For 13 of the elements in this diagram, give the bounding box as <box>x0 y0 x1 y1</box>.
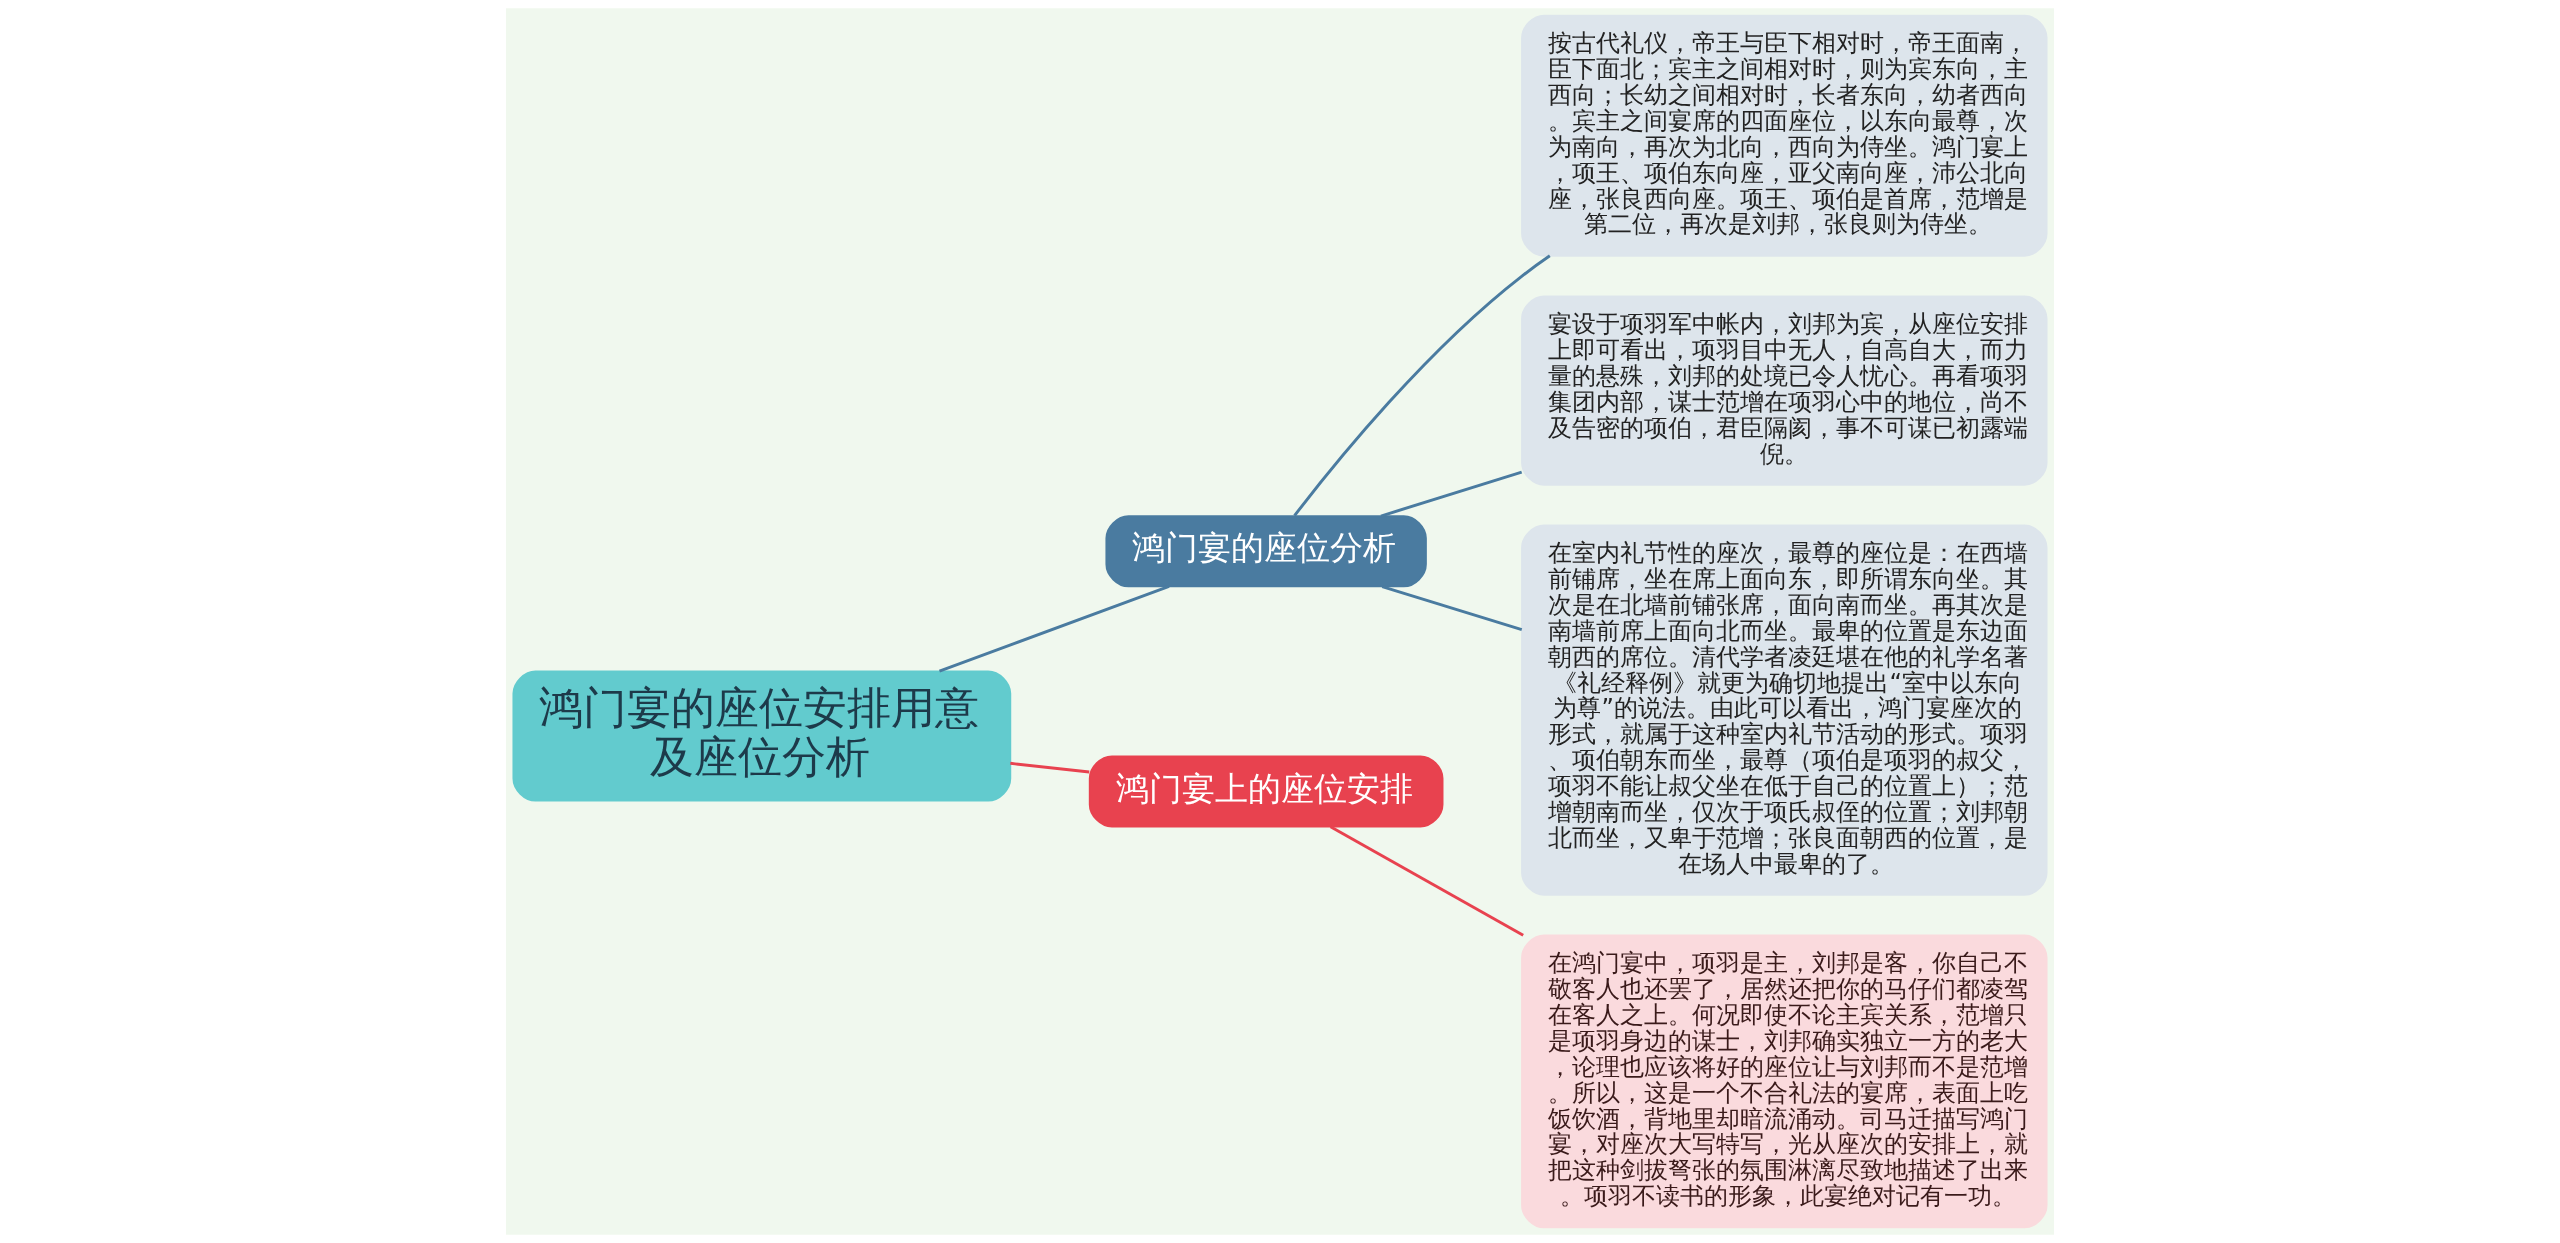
node-box: 鸿门宴的座位安排用意及座位分析 <box>512 670 1012 802</box>
connector <box>1010 761 1090 774</box>
node-box: 宴设于项羽军中帐内，刘邦为宾，从座位安排上即可看出，项羽目中无人，自高自大，而力量的悬殊，刘邦的处境已令人忧心。再看项羽集团内部，谋士范增在项羽心中的地位，尚不及告密的项伯，君臣隔阂，事不可谋已初露端倪。 <box>1521 295 2048 486</box>
connector <box>1293 254 1551 517</box>
connector <box>1381 585 1523 632</box>
node-box: 鸿门宴的座位分析 <box>1105 515 1427 588</box>
node-box: 在室内礼节性的座次，最尊的座位是：在西墙前铺席，坐在席上面向东，即所谓东向坐。其次是在北墙前铺张席，面向南而坐。再其次是南墙前席上面向北而坐。最卑的位置是东边面朝西的席位。清代学者凌廷堪在他的礼学名著《礼经释例》就更为确切地提出“室中以东向为尊”的说法。由此可以看出，鸿门宴座次的形式，就属于这种室内礼节活动的形式。项羽、项伯朝东而坐，最尊（项伯是项羽的叔父，项羽不能让叔父坐在低于自己的位置上）；范增朝南而坐，仅次于项氏叔侄的位置；刘邦朝北而坐，又卑于范增；张良面朝西的位置，是在场人中最卑的了。 <box>1521 524 2048 896</box>
connector <box>938 585 1170 673</box>
node-box: 按古代礼仪，帝王与臣下相对时，帝王面南，臣下面北；宾主之间相对时，则为宾东向，主西向；长幼之间相对时，长者东向，幼者西向。宾主之间宴席的四面座位，以东向最尊，次为南向，再次为北向，西向为侍坐。鸿门宴上，项王、项伯东向座，亚父南向座，沛公北向座，张良西向座。项王、项伯是首席，范增是第二位，再次是刘邦，张良则为侍坐。 <box>1521 14 2048 257</box>
node-box: 鸿门宴上的座位安排 <box>1088 755 1444 828</box>
connector <box>1329 825 1524 937</box>
node-box: 在鸿门宴中，项羽是主，刘邦是客，你自己不敬客人也还罢了，居然还把你的马仔们都凌驾在客人之上。何况即使不论主宾关系，范增只是项羽身边的谋士，刘邦确实独立一方的老大，论理也应该将好的座位让与刘邦而不是范增。所以，这是一个不合礼法的宴席，表面上吃饭饮酒，背地里却暗流涌动。司马迁描写鸿门宴，对座次大写特写，光从座次的安排上，就把这种剑拔弩张的氛围淋漓尽致地描述了出来。项羽不读书的形象，此宴绝对记有一功。 <box>1521 934 2048 1229</box>
connector <box>1380 470 1523 518</box>
